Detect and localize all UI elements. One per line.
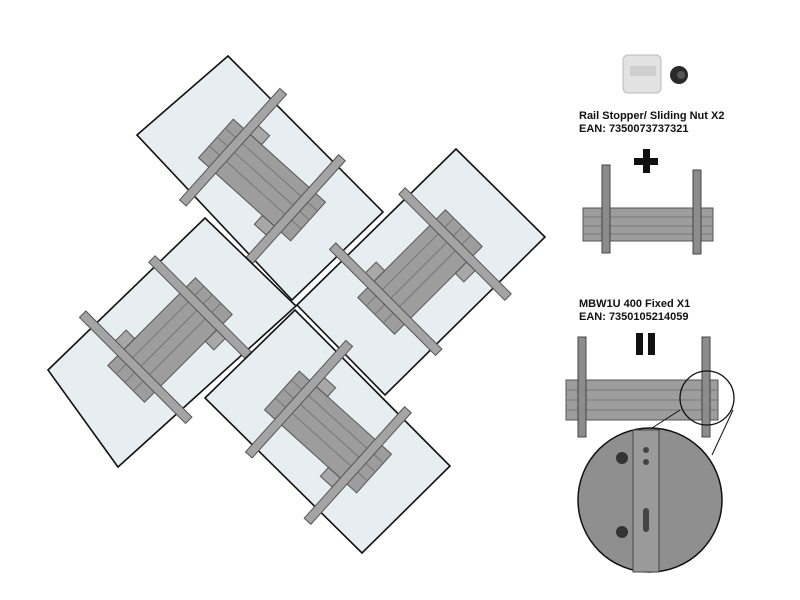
screen-top xyxy=(135,54,385,302)
screen-bottom xyxy=(203,308,452,555)
mount-detail-image xyxy=(565,336,735,573)
equals-icon xyxy=(636,333,655,355)
mount-label: MBW1U 400 Fixed X1 EAN: 7350105214059 xyxy=(579,298,690,324)
mount-name: MBW1U 400 Fixed X1 xyxy=(579,298,691,310)
stopper-name: Rail Stopper/ Sliding Nut X2 xyxy=(579,110,725,122)
sliding-nut-image xyxy=(622,54,688,94)
stopper-label: Rail Stopper/ Sliding Nut X2 EAN: 735007… xyxy=(579,110,724,136)
mount-product-image xyxy=(582,164,714,255)
stopper-ean: EAN: 7350073737321 xyxy=(579,123,689,135)
screen-left xyxy=(46,216,298,469)
plus-icon xyxy=(634,149,658,173)
mount-ean: EAN: 7350105214059 xyxy=(579,311,689,323)
screen-right xyxy=(295,147,547,397)
